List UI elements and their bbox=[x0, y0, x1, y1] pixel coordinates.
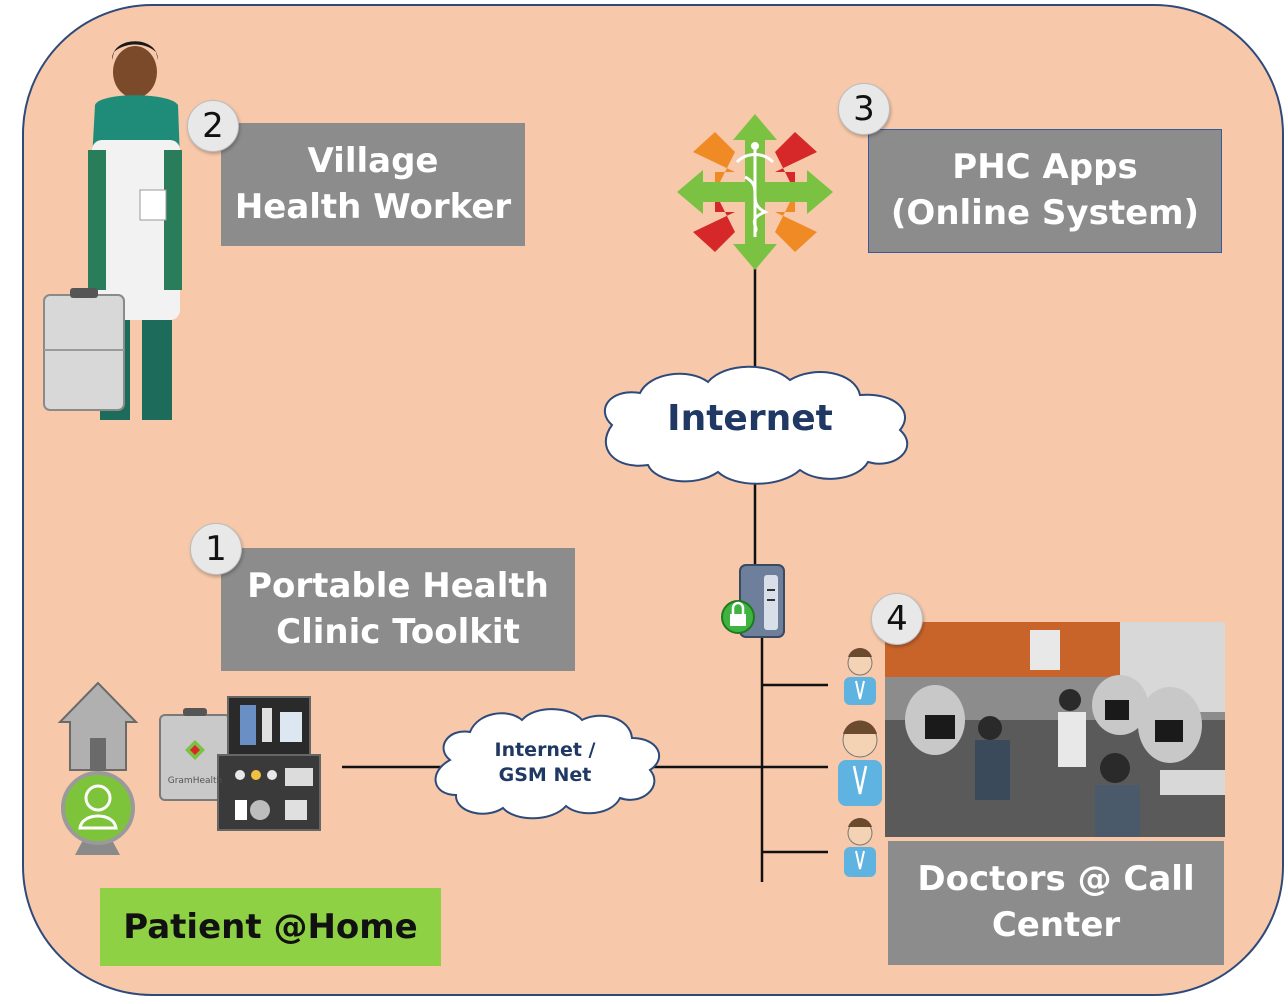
doctors-call-center-label: Doctors @ Call Center bbox=[888, 841, 1224, 965]
patient-home-label: Patient @Home bbox=[100, 888, 441, 966]
phc-apps-label: PHC Apps (Online System) bbox=[868, 129, 1222, 253]
village-health-worker-text: Village Health Worker bbox=[234, 140, 512, 227]
call-center-photo bbox=[885, 622, 1225, 837]
toolkit-case-closed bbox=[159, 708, 231, 801]
doctors-call-center-text: Doctors @ Call Center bbox=[917, 859, 1195, 945]
gsm-cloud-label: Internet / GSM Net bbox=[494, 739, 596, 786]
doctor-icon-3 bbox=[844, 818, 876, 877]
gsm-cloud bbox=[434, 708, 661, 820]
portable-toolkit-text: Portable Health Clinic Toolkit bbox=[247, 565, 549, 652]
village-health-worker-label: Village Health Worker bbox=[221, 123, 525, 246]
badge-1: 1 bbox=[190, 523, 242, 575]
server-icon bbox=[721, 564, 785, 638]
badge-2: 2 bbox=[187, 100, 239, 152]
badge-3: 3 bbox=[838, 83, 890, 135]
internet-cloud bbox=[604, 365, 909, 485]
patient-avatar-icon bbox=[61, 771, 135, 855]
badge-4: 4 bbox=[871, 593, 923, 645]
phc-logo-icon bbox=[677, 114, 833, 270]
portable-toolkit-label: Portable Health Clinic Toolkit bbox=[221, 548, 575, 671]
doctor-icon-2 bbox=[838, 720, 882, 806]
house-icon bbox=[57, 681, 139, 771]
doctor-icon-1 bbox=[844, 648, 876, 705]
toolkit-case-open bbox=[217, 696, 321, 831]
phc-apps-text: PHC Apps (Online System) bbox=[890, 147, 1200, 233]
toolkit-brand-label: GramHealth bbox=[167, 776, 223, 786]
internet-cloud-label: Internet bbox=[667, 398, 833, 439]
health-worker-image bbox=[43, 41, 182, 420]
